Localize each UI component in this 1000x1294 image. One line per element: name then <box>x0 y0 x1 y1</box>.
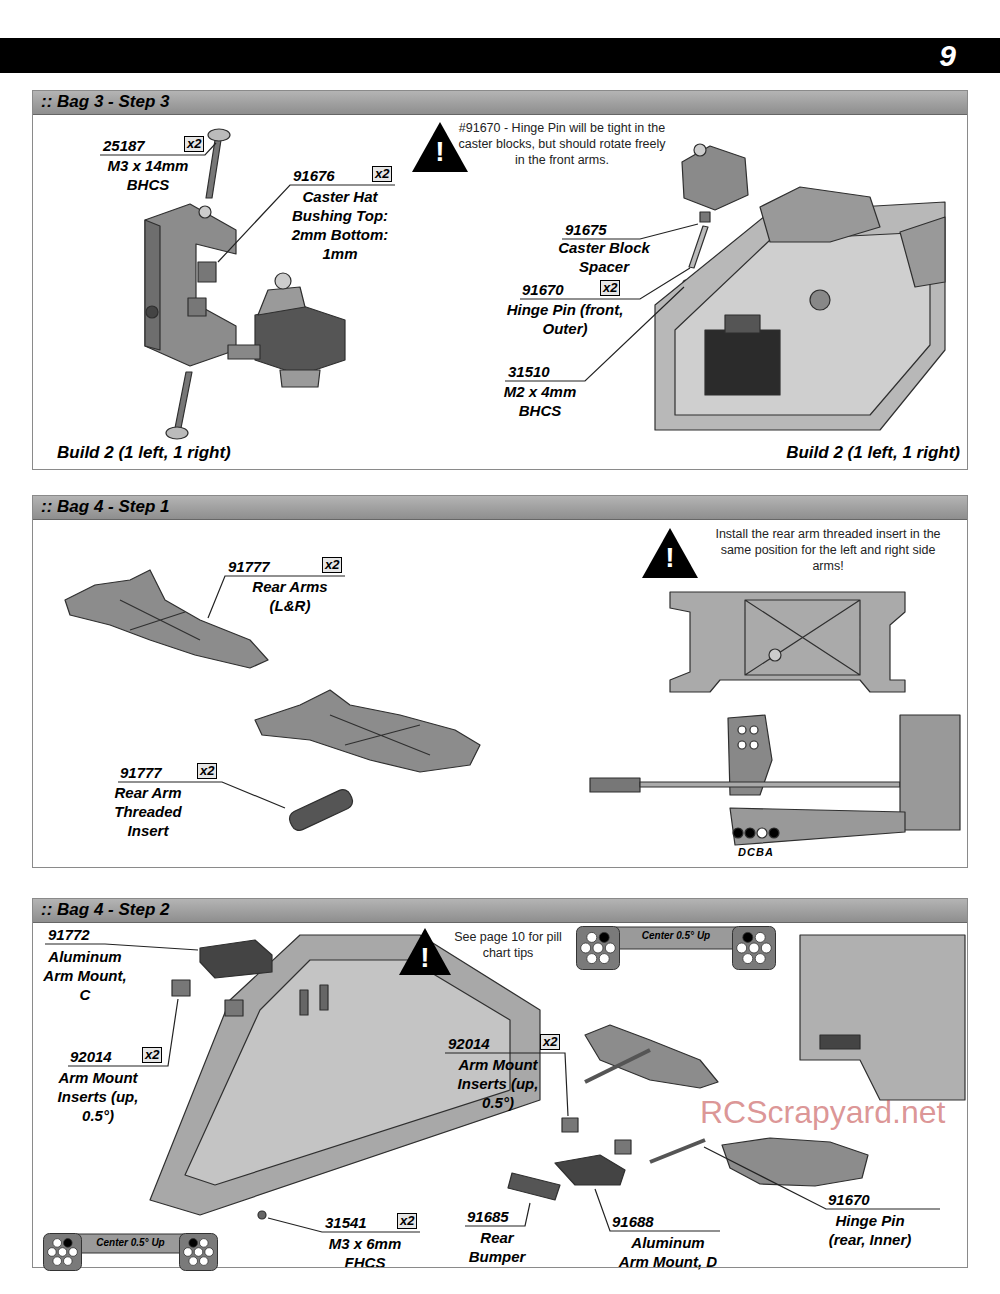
part-name: Caster Hat Bushing Top: 2mm Bottom: 1mm <box>290 187 390 263</box>
part-number: 92014 <box>448 1034 490 1053</box>
step-heading: :: Bag 4 - Step 2 <box>41 900 169 920</box>
pill-chart: Center 0.5° Up <box>43 1233 218 1271</box>
quantity: x2 <box>197 763 217 779</box>
part-name: Rear Arm Threaded Insert <box>101 783 196 840</box>
quantity: x2 <box>397 1213 417 1229</box>
quantity: x2 <box>142 1047 162 1063</box>
step-panel: :: Bag 4 - Step 2Center 0.5° UpCenter 0.… <box>32 898 968 1268</box>
position-letters: DCBA <box>731 846 781 858</box>
part-number: 91670 <box>522 280 564 299</box>
header-band: :: Bag 3 - Step 3 <box>33 91 967 115</box>
page-number: 9 <box>939 39 956 73</box>
part-number: 91777 <box>228 557 270 576</box>
part-name: M3 x 6mm FHCS <box>323 1234 408 1272</box>
quantity: x2 <box>372 166 392 182</box>
part-name: Hinge Pin (rear, Inner) <box>815 1211 925 1249</box>
part-number: 91670 <box>828 1190 870 1209</box>
part-name: Aluminum Arm Mount, C <box>38 947 133 1004</box>
part-name: Arm Mount Inserts (up, 0.5°) <box>453 1055 543 1112</box>
quantity: x2 <box>184 136 204 152</box>
header-band: :: Bag 4 - Step 1 <box>33 496 967 520</box>
part-name: Arm Mount Inserts (up, 0.5°) <box>53 1068 143 1125</box>
pill-label: Center 0.5° Up <box>620 930 732 941</box>
step-panel: :: Bag 3 - Step 3 <box>32 90 968 470</box>
warning-note: Install the rear arm threaded insert in … <box>708 526 948 574</box>
header-band: :: Bag 4 - Step 2 <box>33 899 967 923</box>
part-number: 91685 <box>467 1207 509 1226</box>
part-number: 91676 <box>293 166 335 185</box>
build-note: Build 2 (1 left, 1 right) <box>700 443 960 463</box>
quantity: x2 <box>322 557 342 573</box>
warning-note: See page 10 for pill chart tips <box>443 929 573 961</box>
part-name: M2 x 4mm BHCS <box>495 382 585 420</box>
quantity: x2 <box>600 280 620 296</box>
part-name: Rear Bumper <box>467 1228 527 1266</box>
warning-mark: ! <box>658 544 682 572</box>
quantity: x2 <box>540 1034 560 1050</box>
part-name: Rear Arms (L&R) <box>235 577 345 615</box>
part-number: 25187 <box>103 136 145 155</box>
build-note: Build 2 (1 left, 1 right) <box>57 443 231 463</box>
warning-mark: ! <box>413 944 437 972</box>
part-number: 91675 <box>565 220 607 239</box>
part-number: 91688 <box>612 1212 654 1231</box>
step-heading: :: Bag 4 - Step 1 <box>41 497 169 517</box>
pill-chart: Center 0.5° Up <box>576 926 776 970</box>
step-heading: :: Bag 3 - Step 3 <box>41 92 169 112</box>
part-name: Hinge Pin (front, Outer) <box>503 300 628 338</box>
part-number: 31541 <box>325 1213 367 1232</box>
part-number: 92014 <box>70 1047 112 1066</box>
step-panel: :: Bag 4 - Step 1 <box>32 495 968 868</box>
warning-note: #91670 - Hinge Pin will be tight in the … <box>452 120 672 168</box>
part-name: M3 x 14mm BHCS <box>93 156 203 194</box>
pill-label: Center 0.5° Up <box>82 1237 179 1248</box>
page-number-bar: 9 <box>0 38 1000 73</box>
warning-mark: ! <box>428 138 452 166</box>
part-name: Caster Block Spacer <box>544 238 664 276</box>
part-name: Aluminum Arm Mount, D <box>616 1233 721 1271</box>
part-number: 91777 <box>120 763 162 782</box>
part-number: 31510 <box>508 362 550 381</box>
watermark: RCScrapyard.net <box>700 1094 945 1131</box>
part-number: 91772 <box>48 925 90 944</box>
